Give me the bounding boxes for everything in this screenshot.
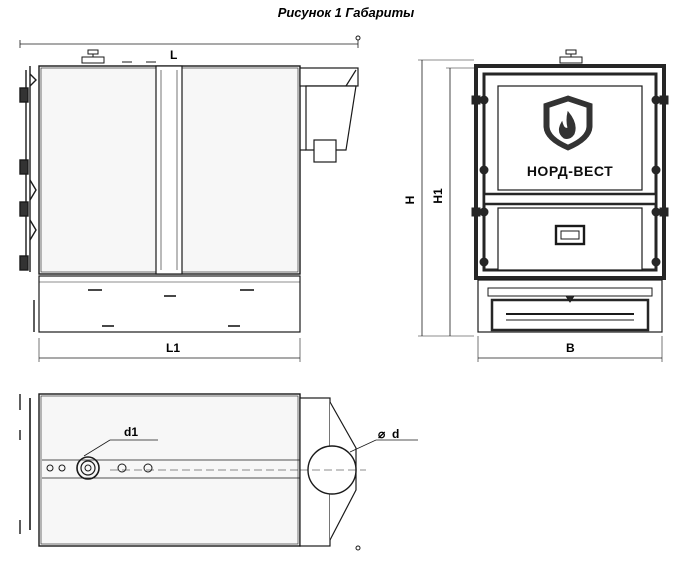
dim-label-L: L (170, 48, 177, 62)
top-flange (81, 56, 105, 64)
dim-label-H: H (403, 196, 417, 205)
front-view (418, 49, 669, 362)
door-handle (554, 224, 586, 246)
brand-name: НОРД-ВЕСТ (527, 163, 613, 179)
front-base (477, 279, 663, 333)
burner-hopper (299, 67, 359, 163)
diameter-symbol-icon: ⌀ (378, 427, 386, 441)
brand-shield-icon (543, 95, 593, 151)
figure-caption: Рисунок 1 Габариты (277, 5, 415, 20)
dim-label-d1: d1 (124, 425, 138, 439)
dim-label-H1: H1 (431, 188, 445, 204)
dim-label-B: B (566, 341, 575, 355)
top-view (19, 35, 418, 551)
dim-label-d: d (392, 427, 399, 441)
body-channel (155, 65, 183, 275)
hopper-top (299, 397, 366, 547)
front-hinges (471, 95, 669, 267)
flange-d1 (76, 456, 100, 480)
boiler-base (38, 275, 301, 333)
side-view (19, 40, 359, 362)
dim-label-L1: L1 (166, 341, 180, 355)
door-hinges-left (19, 66, 37, 272)
